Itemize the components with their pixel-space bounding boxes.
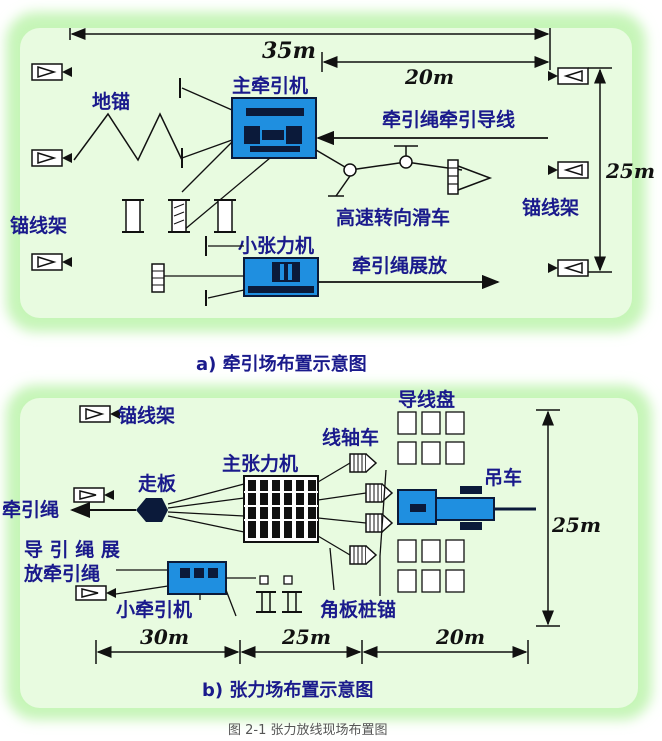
post-icon	[256, 575, 302, 613]
reel-cart-icon	[349, 545, 378, 565]
background-glow	[6, 12, 652, 720]
dim-20m-b-text: 20m	[435, 625, 485, 649]
label-reel-drum: 导线盘	[398, 388, 455, 411]
dim-25m-b-text: 25m	[551, 513, 601, 537]
crane-vehicle	[397, 486, 536, 530]
caption-panel-b: b) 张力场布置示意图	[202, 679, 373, 701]
dim-20m-text: 20m	[404, 65, 454, 89]
ladder-icon	[151, 263, 165, 293]
anchor-frame-icon	[79, 405, 120, 423]
walking-board-icon	[136, 498, 168, 522]
anchor-frame-icon	[31, 253, 72, 271]
reel-drum-grid-top	[397, 411, 465, 465]
label-small-tensioner: 小张力机	[238, 234, 314, 257]
anchor-frame-icon	[548, 161, 589, 179]
dim-25m-h-text: 25m	[281, 625, 331, 649]
anchor-frame-icon	[548, 67, 589, 85]
dimension-25m-vertical: 25m	[588, 67, 655, 273]
small-puller-machine	[167, 561, 227, 595]
pulley-icon	[399, 155, 413, 169]
dim-35m-text: 35m	[262, 38, 316, 64]
label-anchor-frame-right: 锚线架	[522, 196, 579, 219]
pulley-icon	[343, 163, 357, 177]
label-reel-cart: 线轴车	[322, 426, 379, 449]
label-ground-anchor: 地锚	[92, 90, 130, 113]
anchor-frame-icon	[548, 259, 589, 277]
dim-25m-text: 25m	[605, 159, 655, 183]
main-puller-machine	[231, 97, 317, 159]
label-corner-stake: 角板桩锚	[320, 598, 396, 621]
label-anchor-frame-b: 锚线架	[118, 404, 175, 427]
reel-cart-icon	[365, 483, 394, 503]
label-small-puller: 小牵引机	[116, 598, 192, 621]
dimension-35m: 35m	[69, 28, 551, 70]
frame-column-icon	[214, 199, 236, 233]
anchor-frame-icon	[75, 585, 116, 601]
dimension-25m-vertical-b: 25m	[536, 409, 601, 627]
label-pulley: 高速转向滑车	[336, 206, 450, 229]
label-pull-rope: 牵引绳牵引导线	[382, 108, 515, 131]
label-rope-release: 牵引绳展放	[352, 254, 448, 277]
reel-drum-grid-bottom	[397, 539, 465, 593]
anchor-frame-icon	[73, 487, 114, 503]
dimension-bottom: 30m 25m 20m	[95, 625, 529, 664]
anchor-frame-icon	[31, 149, 72, 167]
dim-30m-text: 30m	[140, 625, 189, 649]
label-pull-rope-b: 牵引绳	[2, 498, 59, 521]
label-main-tensioner: 主张力机	[222, 452, 298, 475]
label-guide-rope-line1: 导 引 绳 展	[24, 538, 120, 561]
small-tensioner-machine	[243, 257, 319, 297]
label-walking-board: 走板	[138, 472, 177, 495]
label-guide-rope-line2: 放牵引绳	[23, 562, 100, 585]
figure-caption: 图 2-1 张力放线现场布置图	[228, 723, 388, 738]
panel-b: 锚线架 导线盘 25m 线轴车 主张力机	[2, 388, 601, 701]
main-tensioner-machine	[243, 475, 319, 543]
panel-a: 35m 20m 25m	[10, 28, 655, 375]
dimension-20m: 20m	[321, 52, 550, 89]
caption-panel-a: a) 牵引场布置示意图	[196, 353, 367, 375]
anchor-frame-icon	[31, 63, 72, 81]
frame-column-icon	[122, 199, 144, 233]
ground-anchor-line	[73, 112, 183, 162]
label-anchor-frame-left: 锚线架	[10, 214, 67, 237]
pulley-frame	[447, 159, 493, 195]
label-crane: 吊车	[484, 466, 522, 489]
frame-column-icon	[168, 199, 190, 233]
label-main-puller: 主牵引机	[232, 74, 308, 97]
